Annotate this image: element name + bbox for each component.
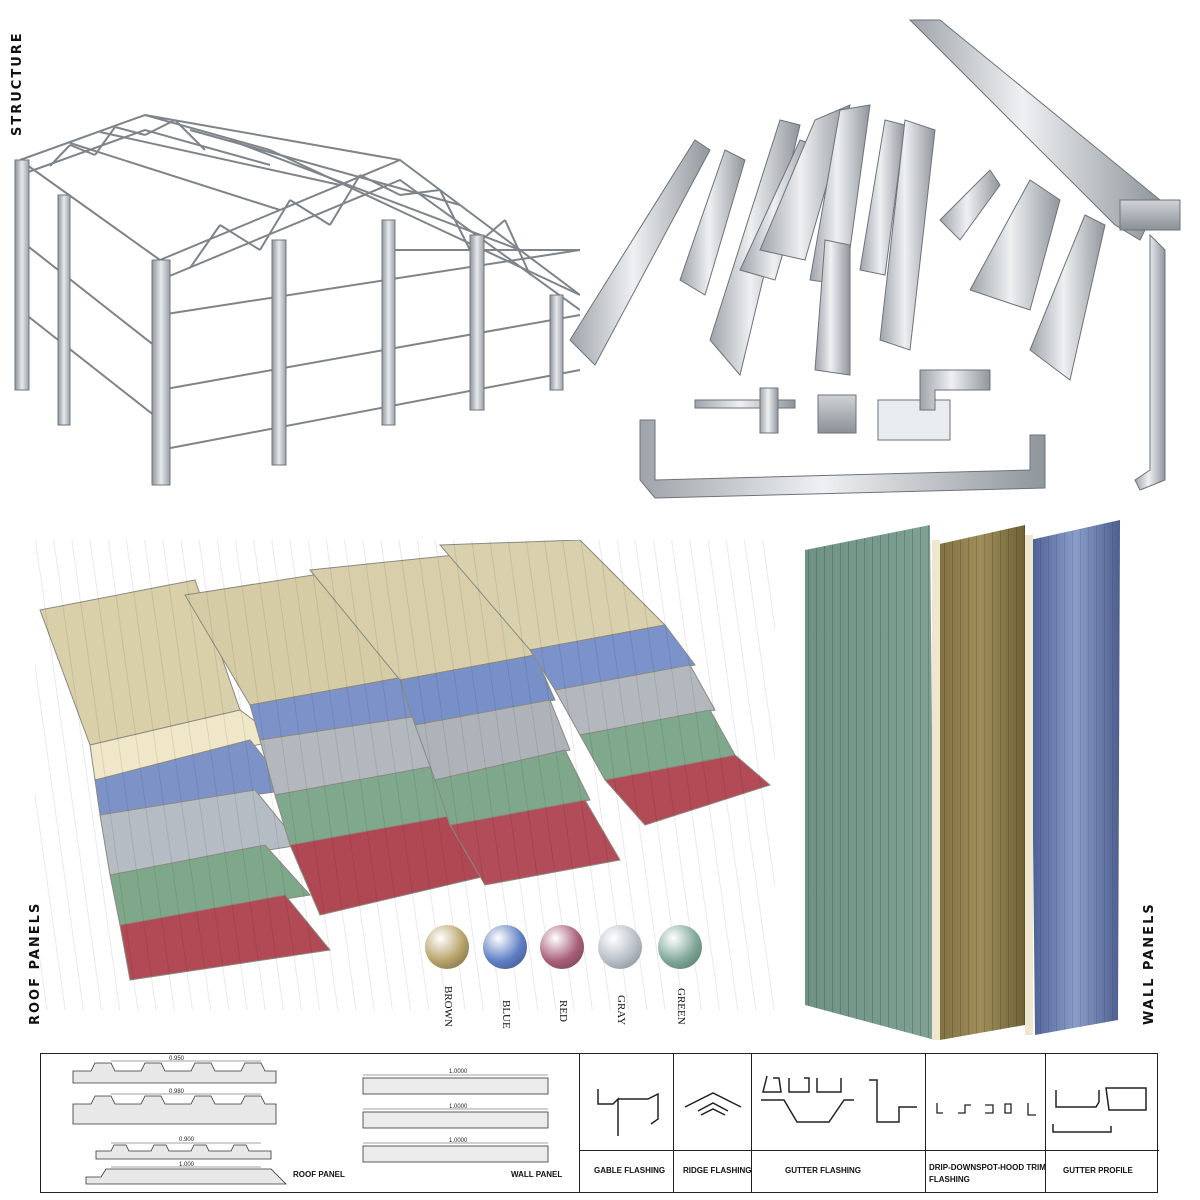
swatch-label-red: RED [557,1000,569,1022]
gutter-profile-drawing [1052,1087,1147,1133]
color-swatches: BROWN BLUE RED GRAY GREEN [420,920,720,1040]
swatch-label-gray: GRAY [615,995,627,1026]
steel-structure-illustration [14,113,580,486]
caption-gable-flashing: GABLE FLASHING [594,1166,666,1175]
caption-roof-panel: ROOF PANEL [293,1170,345,1179]
wall-panel-profiles [362,1074,549,1163]
profile-table: 0.950 0.980 0.900 1.000 ROOF PANEL 1.000… [40,1053,1159,1193]
caption-ridge-flashing: RIDGE FLASHING [683,1166,752,1175]
roof-dim-1: 0.950 [169,1056,185,1062]
caption-drip-flashing-line1: DRIP-DOWNSPOT-HOOD TRIM [929,1163,1046,1172]
gable-flashing-profile [597,1089,659,1136]
wall-dim-3: 1.0000 [449,1138,468,1144]
wall-dim-1: 1.0000 [449,1069,468,1075]
swatch-blue-icon [483,925,527,969]
swatch-brown-icon [425,925,469,969]
gutter-flashing-profile [761,1075,917,1123]
ridge-flashing-profile [684,1092,742,1116]
swatch-green-icon [658,925,702,969]
roof-dim-2: 0.980 [169,1089,185,1095]
swatch-label-blue: BLUE [500,1000,512,1029]
roof-panels-illustration [35,540,775,1010]
caption-wall-panel: WALL PANEL [511,1170,563,1179]
wall-panels-label: WALL PANELS [1142,902,1157,1025]
caption-drip-flashing-line2: FLASHING [929,1175,970,1184]
roof-dim-4: 1.000 [179,1162,195,1168]
swatch-gray-icon [598,925,642,969]
caption-gutter-flashing: GUTTER FLASHING [785,1166,861,1175]
caption-gutter-profile: GUTTER PROFILE [1063,1166,1133,1175]
swatch-label-green: GREEN [675,988,687,1025]
drip-trim-profiles [936,1103,1036,1116]
swatch-label-brown: BROWN [442,986,454,1027]
roof-panel-profiles [72,1060,287,1185]
flashings-gutters-illustration [569,19,1181,499]
wall-dim-2: 1.0000 [449,1104,468,1110]
swatch-red-icon [540,925,584,969]
roof-dim-3: 0.900 [179,1137,195,1143]
wall-panels-illustration [805,520,1120,1040]
